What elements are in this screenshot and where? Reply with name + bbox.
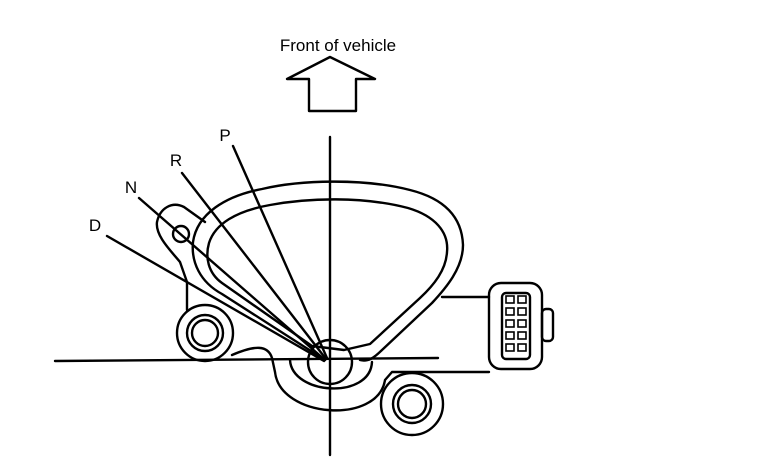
- position-label-r: R: [170, 151, 182, 170]
- front-of-vehicle-label: Front of vehicle: [280, 36, 396, 55]
- position-label-p: P: [219, 126, 230, 145]
- position-line-d: [105, 234, 326, 363]
- connector-icon: [487, 281, 555, 371]
- switch-body-outer: [191, 180, 465, 362]
- housing-base: [230, 346, 491, 412]
- bolt-icon: [175, 303, 235, 363]
- mounting-bracket: [155, 203, 207, 312]
- switch-shaft: [306, 338, 354, 386]
- position-line-p: [231, 144, 329, 360]
- bolt-icon: [379, 371, 445, 437]
- horizontal-reference-line: [53, 356, 440, 363]
- switch-body-inner: [206, 198, 449, 352]
- position-line-r: [180, 171, 328, 361]
- up-arrow-icon: [285, 55, 377, 113]
- position-label-n: N: [125, 178, 137, 197]
- position-line-n: [137, 196, 327, 362]
- bracket-hole: [171, 224, 191, 244]
- position-label-d: D: [89, 216, 101, 235]
